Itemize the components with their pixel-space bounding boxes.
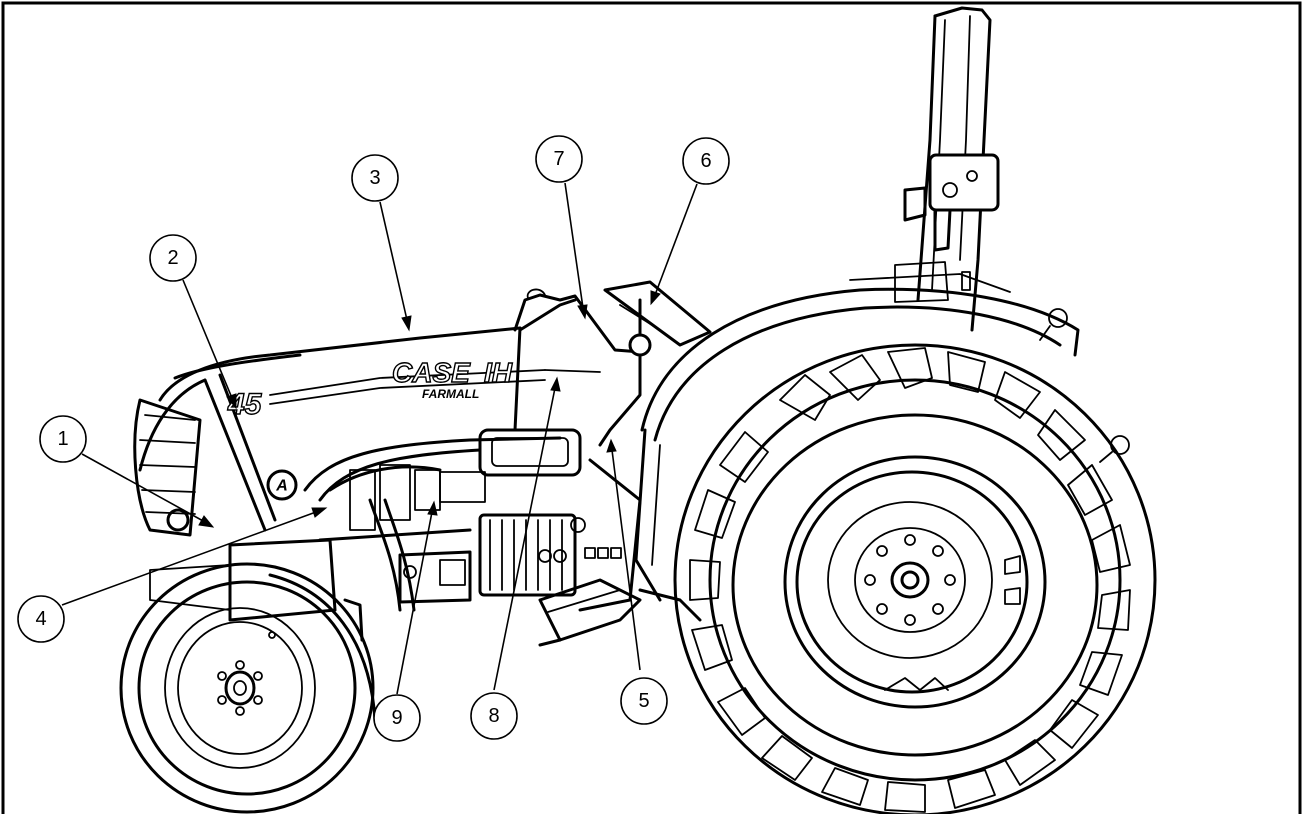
leader-1 [81,453,206,523]
leader-8-arrowhead [550,376,561,392]
callout-1-label: 1 [57,428,68,450]
leader-4-arrowhead [311,507,328,518]
brand-decal: CASE [392,357,471,388]
leader-4 [61,511,317,606]
leader-6-arrowhead [650,290,661,306]
hood-badge: A [275,478,288,495]
steering-wheel [603,280,712,357]
callout-5: 5 [620,677,668,725]
rear-fender [634,273,1130,602]
rear-wheel [673,343,1157,814]
leader-2 [182,279,233,399]
leader-2-arrowhead [226,393,237,410]
front-grille [133,398,202,537]
leader-8 [493,387,556,691]
brand-suffix-decal: IH [484,357,513,388]
leader-3-arrowhead [401,315,412,332]
model-number-decal: 45 [227,388,263,421]
callout-1: 1 [39,415,87,463]
callout-2-label: 2 [167,247,178,269]
engine-compartment [328,428,642,612]
callout-9: 9 [373,694,421,742]
rear-wheel-lugs [864,534,956,626]
leader-5 [611,449,641,671]
front-wheel-lugs [217,660,263,716]
callout-4-label: 4 [35,608,46,630]
callout-7-label: 7 [553,148,564,170]
hood [138,326,562,532]
callout-3: 3 [351,154,399,202]
callout-9-label: 9 [391,707,402,729]
dashboard [513,288,642,447]
hood-decals: 45 CASE IH FARMALL A [226,356,513,495]
callout-6-label: 6 [700,150,711,172]
series-decal: FARMALL [422,387,479,401]
callout-4: 4 [17,595,65,643]
leader-3 [379,201,408,321]
leader-lines [61,182,698,695]
leader-9 [396,511,433,695]
callout-3-label: 3 [369,167,380,189]
callout-5-label: 5 [638,690,649,712]
leader-5-arrowhead [606,438,617,453]
rear-tire-tread [689,347,1131,813]
front-wheel [119,562,377,814]
leader-6 [654,183,698,296]
chassis-step [149,528,702,647]
callout-7: 7 [535,135,583,183]
leader-7 [564,182,584,309]
callout-8: 8 [470,692,518,740]
callout-2: 2 [149,234,197,282]
callout-6: 6 [682,137,730,185]
leader-1-arrowhead [198,515,215,528]
leader-9-arrowhead [427,500,438,516]
leader-7-arrowhead [577,304,588,320]
callout-8-label: 8 [488,705,499,727]
